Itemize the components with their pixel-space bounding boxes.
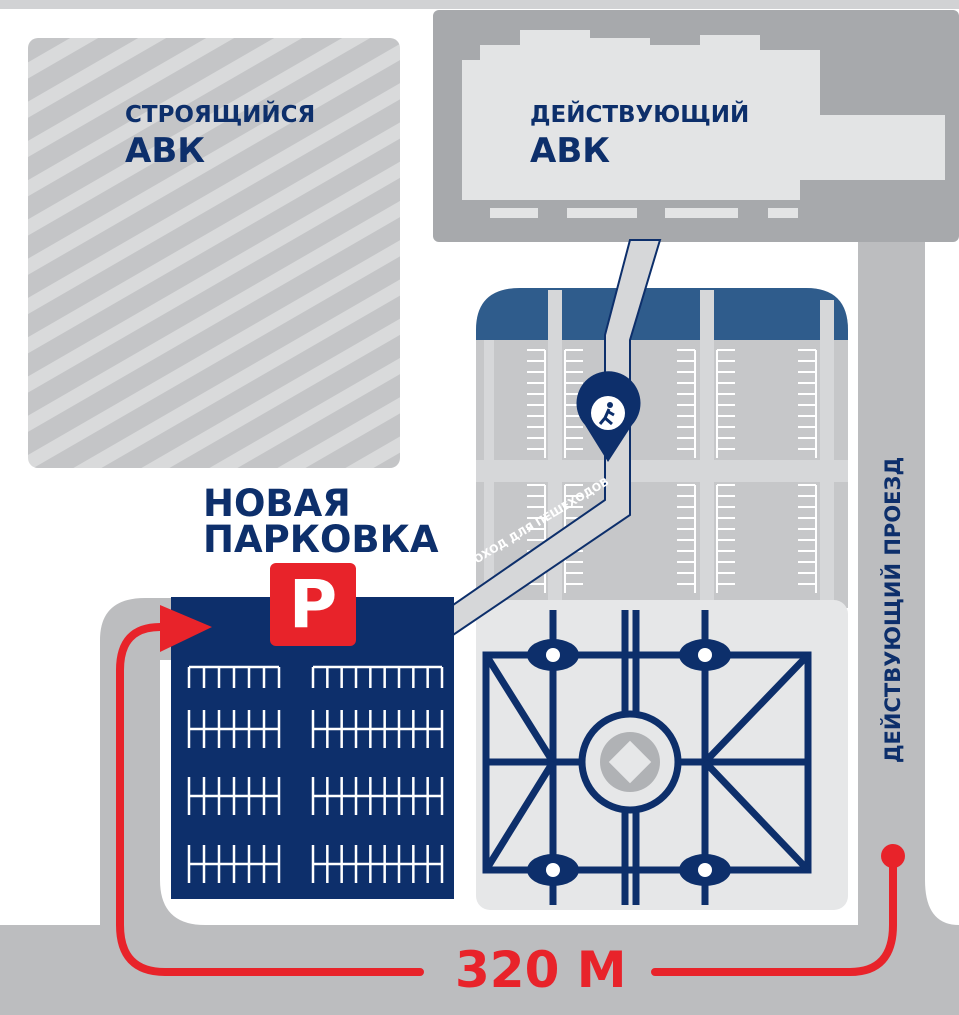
- existing-label: ДЕЙСТВУЮЩИЙ: [530, 102, 750, 128]
- right-road: [858, 240, 959, 925]
- construction-label-2: АВК: [125, 131, 206, 171]
- existing-label-2: АВК: [530, 131, 611, 171]
- construction-label: СТРОЯЩИЙСЯ: [125, 102, 316, 128]
- route-distance: 320 М: [455, 941, 627, 999]
- new-parking-label: НОВАЯ: [203, 482, 351, 525]
- left-road: [100, 598, 205, 925]
- bottom-road: [0, 925, 959, 1015]
- pedestrian-pin-icon: [576, 371, 641, 462]
- construction-building: [28, 38, 400, 468]
- route-line: [116, 623, 897, 976]
- route-arrow-icon: [160, 605, 212, 652]
- new-parking-label-2: ПАРКОВКА: [203, 518, 439, 561]
- road-label: ДЕЙСТВУЮЩИЙ ПРОЕЗД: [881, 456, 905, 764]
- existing-building: [462, 30, 945, 200]
- parking-sign-icon: P: [270, 563, 356, 646]
- route-start-marker: [881, 844, 905, 868]
- top-road: [0, 0, 959, 9]
